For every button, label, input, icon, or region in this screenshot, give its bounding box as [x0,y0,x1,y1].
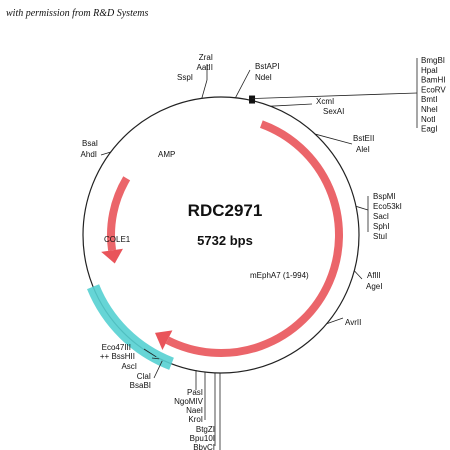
site-label-sexai: SexAI [323,107,344,116]
site-label-bsai: BsaI [82,139,98,148]
site-label-asci: AscI [121,362,137,371]
feature-amp: AMP [101,150,175,264]
site-label-bstapi: BstAPI [255,62,279,71]
site-label-bsshii: ++ BssHII [100,352,135,361]
site-leader-ndei [235,69,251,98]
site-leader-bspmi [355,205,369,211]
site-label-bpu10i: Bpu10I [190,434,215,443]
site-label-bamhi: BamHI [421,76,445,85]
site-label-saci: SacI [373,212,389,221]
site-label-ahdi: AhdI [81,150,97,159]
feature-arrowhead-mepha7 [155,330,173,350]
site-leader-mcs [252,92,418,99]
site-label-stui: StuI [373,232,387,241]
feature-label-cole1: COLE1 [104,235,131,244]
site-leader-avrii [326,317,344,325]
backbone-ring [82,96,360,374]
site-label-bmgbi: BmgBI [421,56,445,65]
site-leader-xcmi [270,103,313,107]
feature-mepha7: mEphA7 (1-994) [155,120,343,357]
site-leader-bsteii [315,133,353,145]
feature-label-amp: AMP [158,150,175,159]
site-label-clai: ClaI [137,372,151,381]
site-label-ecorv: EcoRV [421,85,446,94]
site-label-ngomiv: NgoMIV [174,397,204,406]
site-label-hpai: HpaI [421,66,438,75]
site-label-aatii: AatII [197,63,213,72]
feature-arcs: AMP mEphA7 (1-994) COLE1 [87,120,343,370]
restriction-sites: ZraIAatIISspIBstAPINdeIBmgBIHpaIBamHIEco… [81,53,446,450]
site-label-zrai: ZraI [199,53,213,62]
credit-text: with permission from R&D Systems [6,8,149,19]
site-label-sphi: SphI [373,222,389,231]
site-leader-top [201,79,208,99]
site-label-bsteii: BstEII [353,134,374,143]
site-label-nhei: NheI [421,105,438,114]
site-leader-clai [153,360,163,379]
site-label-eco53ki: Eco53kI [373,202,402,211]
backbone-circle [82,96,360,374]
site-label-noti: NotI [421,115,436,124]
feature-arc-cole1 [87,284,174,370]
site-label-aflii: AflII [367,271,381,280]
feature-cole1: COLE1 [87,235,174,370]
site-label-bspmi: BspMI [373,192,396,201]
plasmid-size: 5732 bps [197,233,253,248]
site-label-alei: AleI [356,145,370,154]
feature-label-mepha7: mEphA7 (1-994) [250,271,309,280]
mcs-marker [249,95,256,104]
site-label-pasi: PasI [187,388,203,397]
site-label-avrii: AvrII [345,318,361,327]
plasmid-name: RDC2971 [188,201,263,220]
site-leader-bsai [100,151,111,156]
feature-arrowhead-amp [101,248,123,264]
site-leader-aflii [354,270,363,280]
site-label-bsabi: BsaBI [130,381,151,390]
site-leader-eco47iii [143,348,157,358]
site-label-sspi: SspI [177,73,193,82]
site-label-ndei: NdeI [255,73,272,82]
site-label-agei: AgeI [366,282,382,291]
site-label-bbvci: BbvCI [193,443,215,450]
feature-arc-mepha7 [165,120,343,357]
site-label-xcmi: XcmI [316,97,334,106]
feature-arc-amp [107,176,131,251]
site-label-bmti: BmtI [421,95,437,104]
site-label-eagi: EagI [421,125,437,134]
site-label-naei: NaeI [186,406,203,415]
site-label-btgzi: BtgZI [196,425,215,434]
site-label-eco47iii: Eco47III [102,343,131,352]
site-leader-bsshii [151,357,160,360]
site-label-kroi: KroI [188,415,203,424]
